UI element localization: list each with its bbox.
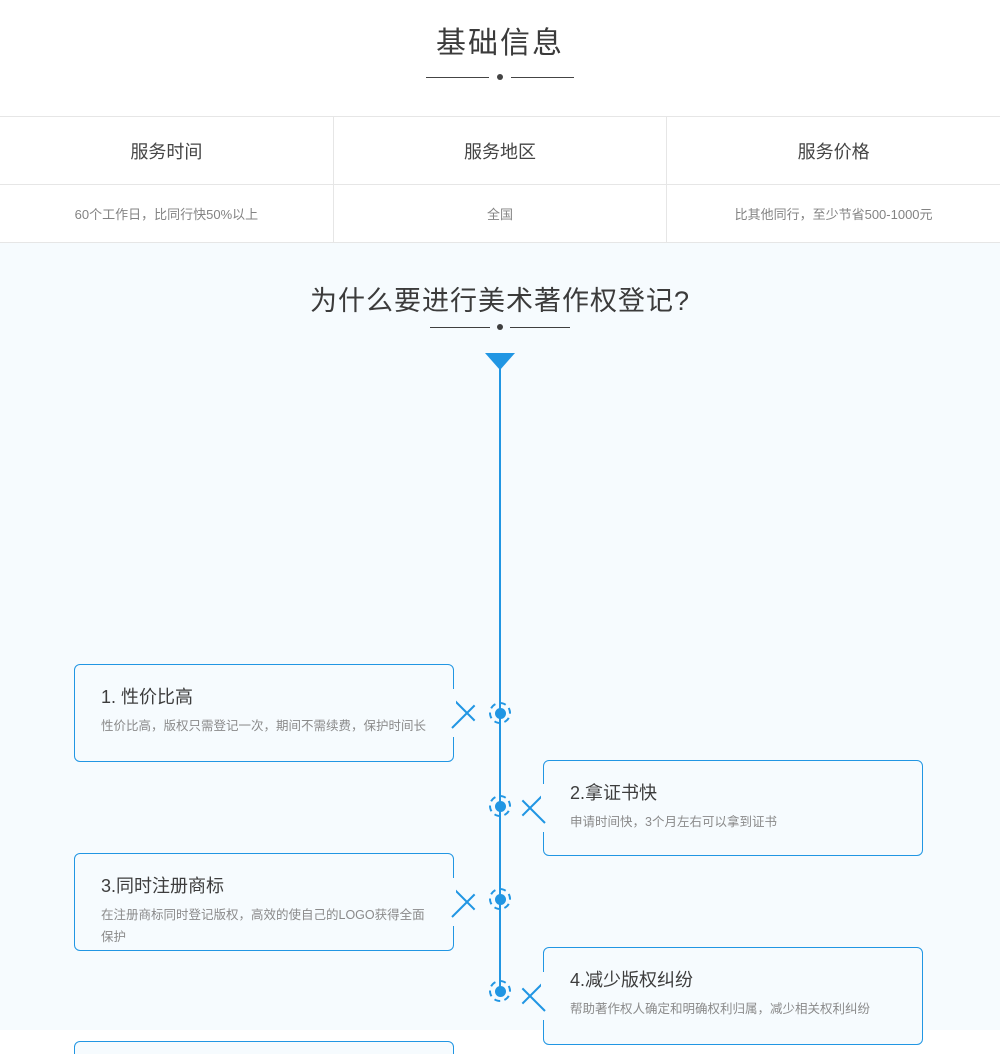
benefit-card-5[interactable]: 5.规范版权交易 保证版权许可、版权转让等版权贸易交易可以顺利进行 <box>74 1041 454 1054</box>
table-row: 60个工作日，比同行快50%以上 全国 比其他同行，至少节省500-1000元 <box>0 184 1000 243</box>
divider-dot-icon <box>497 324 503 330</box>
timeline-node-icon <box>489 702 511 724</box>
timeline-arrow-down-icon <box>485 353 515 370</box>
divider-line-left <box>426 77 489 78</box>
section-heading-divider <box>430 323 570 331</box>
benefit-card-title: 1. 性价比高 <box>101 687 194 707</box>
title-divider <box>426 72 574 82</box>
card-beak-mask <box>541 784 546 832</box>
table-header-cell: 服务时间 <box>0 116 334 185</box>
card-beak-mask <box>451 689 456 737</box>
benefit-card-title: 4.减少版权纠纷 <box>570 970 694 990</box>
why-register-section: 为什么要进行美术著作权登记? 1. 性价比高 性价比高，版权只需登记一次，期间不… <box>0 243 1000 1054</box>
timeline-node-icon <box>489 795 511 817</box>
benefit-card-3[interactable]: 3.同时注册商标 在注册商标同时登记版权，高效的使自己的LOGO获得全面保护 <box>74 853 456 951</box>
table-header-cell: 服务地区 <box>332 116 668 185</box>
benefit-card-4[interactable]: 4.减少版权纠纷 帮助著作权人确定和明确权利归属，减少相关权利纠纷 <box>541 947 923 1045</box>
timeline-node-icon <box>489 888 511 910</box>
divider-line-left <box>430 327 490 328</box>
timeline: 1. 性价比高 性价比高，版权只需登记一次，期间不需续费，保护时间长 2.拿证书… <box>0 243 1000 1054</box>
benefit-card-1[interactable]: 1. 性价比高 性价比高，版权只需登记一次，期间不需续费，保护时间长 <box>74 664 456 762</box>
section-heading: 为什么要进行美术著作权登记? <box>309 286 690 316</box>
basic-info-table: 服务时间 服务地区 服务价格 60个工作日，比同行快50%以上 全国 比其他同行… <box>0 116 1000 243</box>
benefit-card-2[interactable]: 2.拿证书快 申请时间快，3个月左右可以拿到证书 <box>541 760 923 856</box>
basic-info-title-block: 基础信息 <box>0 22 1000 90</box>
table-header-row: 服务时间 服务地区 服务价格 <box>0 116 1000 185</box>
table-header-cell: 服务价格 <box>666 116 1000 185</box>
benefit-card-description: 帮助著作权人确定和明确权利归属，减少相关权利纠纷 <box>570 1002 871 1016</box>
timeline-line <box>499 365 501 990</box>
divider-dot-icon <box>497 74 503 80</box>
benefit-card-description: 申请时间快，3个月左右可以拿到证书 <box>570 815 777 829</box>
table-cell: 比其他同行，至少节省500-1000元 <box>666 184 1000 243</box>
table-cell: 全国 <box>332 184 668 243</box>
divider-line-right <box>511 77 574 78</box>
card-beak-mask <box>541 972 546 1020</box>
benefit-card-description: 在注册商标同时登记版权，高效的使自己的LOGO获得全面保护 <box>101 908 425 944</box>
benefit-card-description: 性价比高，版权只需登记一次，期间不需续费，保护时间长 <box>101 719 427 733</box>
basic-info-section: 基础信息 服务时间 服务地区 服务价格 60个工作日，比同行快50%以上 全国 … <box>0 0 1000 243</box>
divider-line-right <box>510 327 570 328</box>
benefit-card-title: 2.拿证书快 <box>570 783 658 803</box>
card-beak-mask <box>451 878 456 926</box>
benefit-card-title: 3.同时注册商标 <box>101 876 225 896</box>
table-cell: 60个工作日，比同行快50%以上 <box>0 184 334 243</box>
timeline-node-icon <box>489 980 511 1002</box>
page-title: 基础信息 <box>436 27 564 60</box>
